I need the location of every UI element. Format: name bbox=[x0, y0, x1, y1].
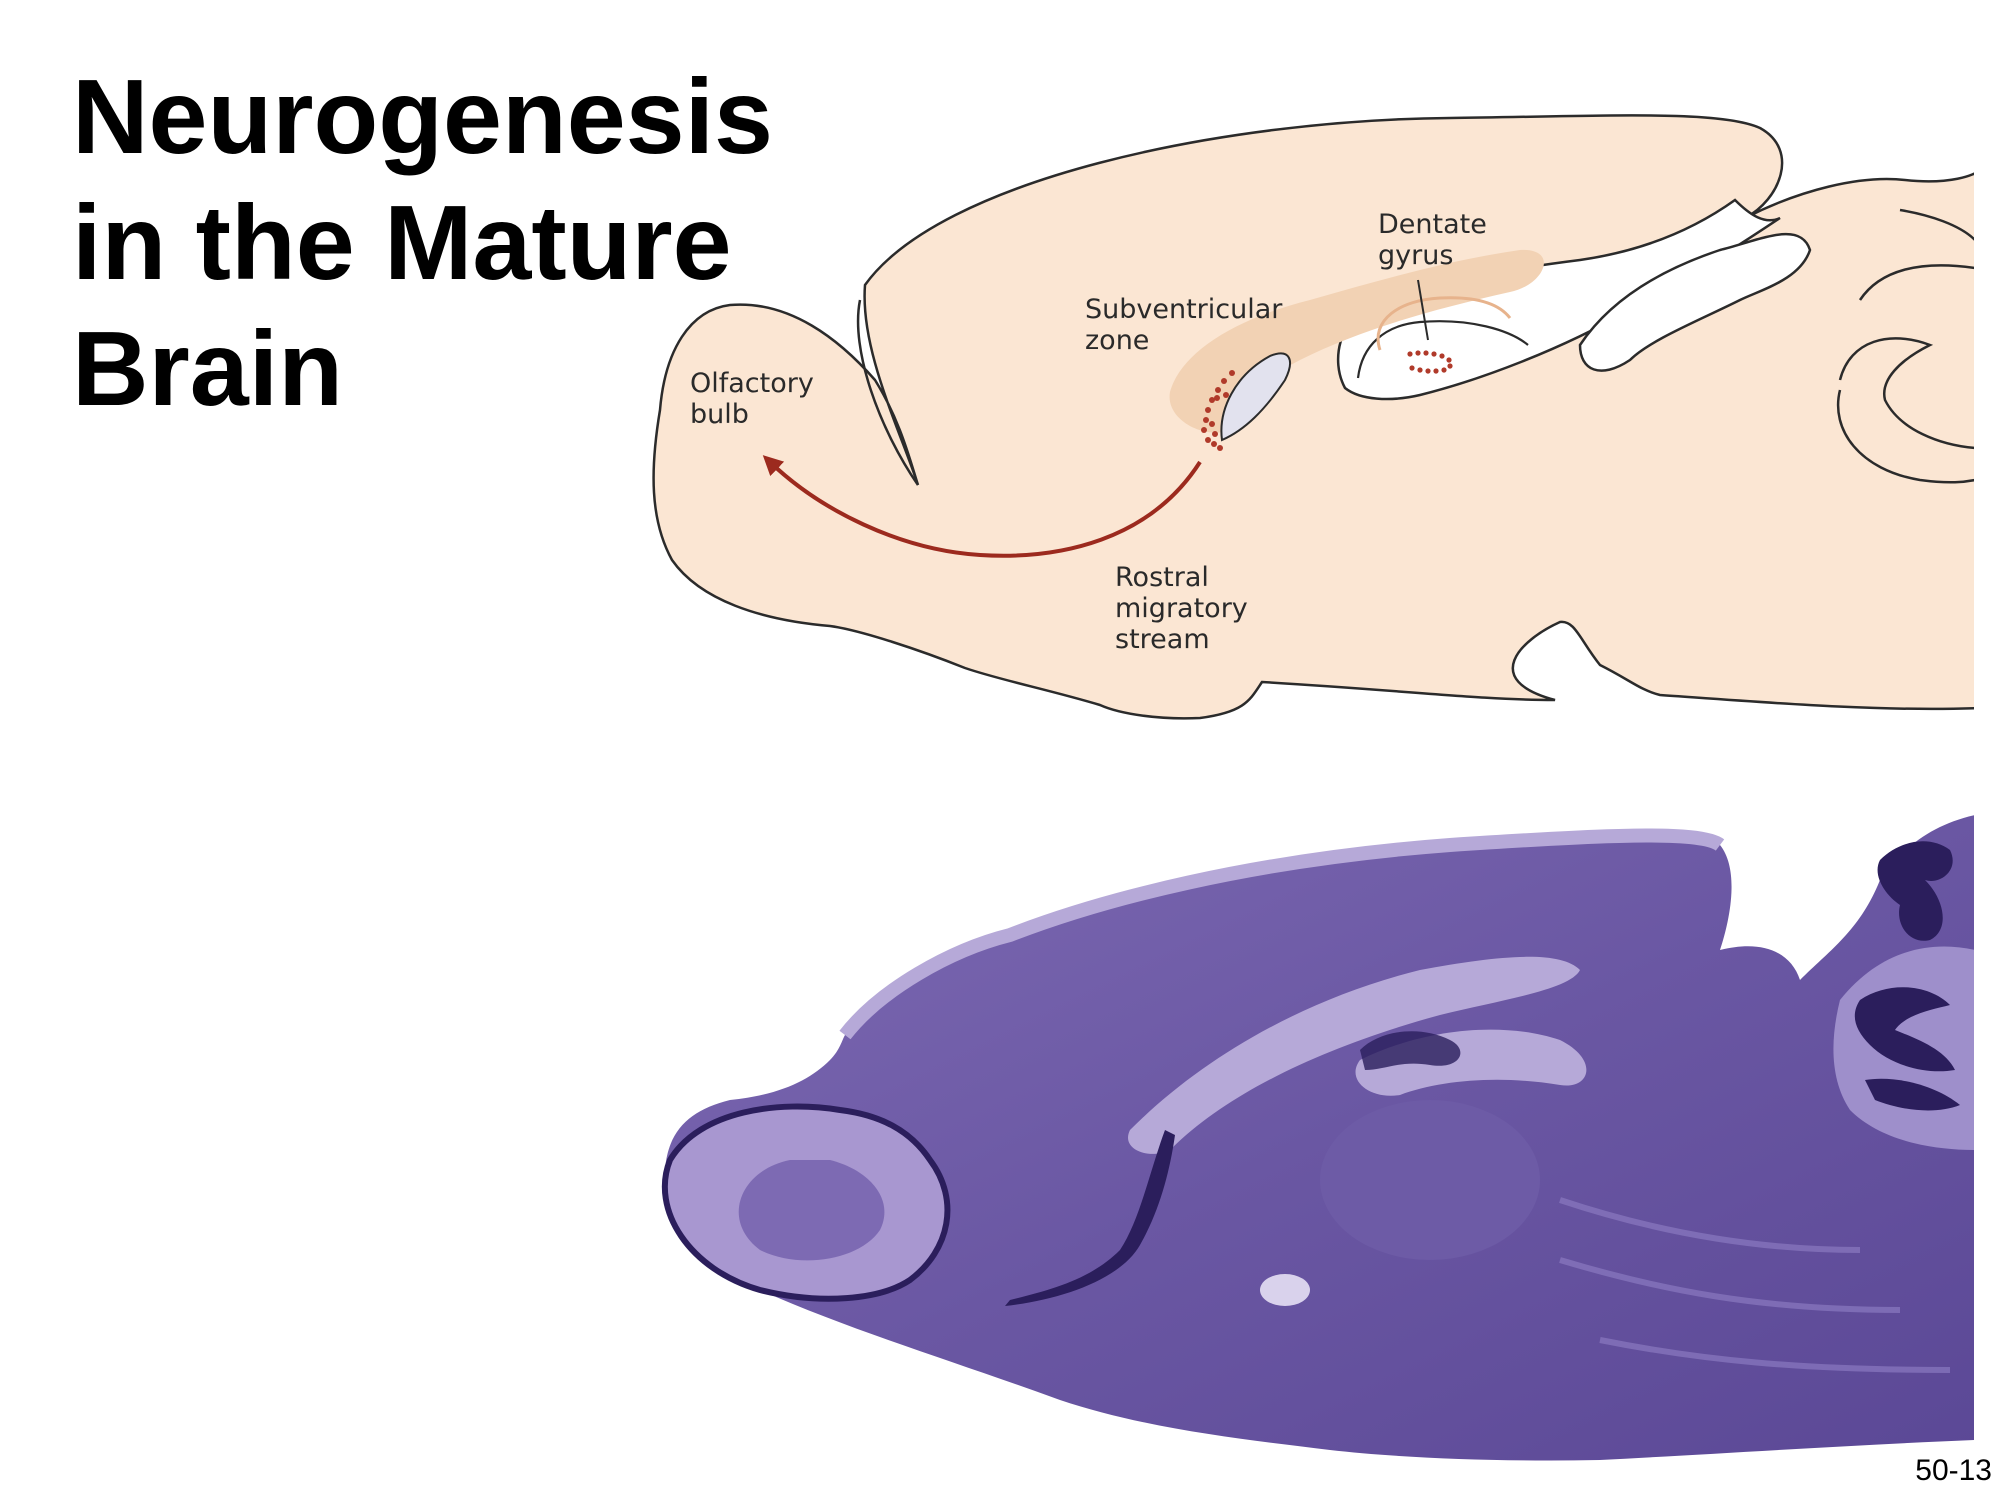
rostral-migratory-arrow bbox=[762, 455, 1202, 558]
rostral-migratory-stream-label: Rostral migratory stream bbox=[1115, 562, 1256, 655]
dentate-gyrus-leader bbox=[1417, 279, 1429, 341]
subventricular-band bbox=[1169, 249, 1544, 433]
slide-title: Neurogenesis in the Mature Brain bbox=[72, 54, 774, 432]
dentate-gyrus-label: Dentate gyrus bbox=[1378, 209, 1495, 271]
hippocampus-fold bbox=[1356, 320, 1529, 379]
section-hippocampus bbox=[1360, 1031, 1461, 1070]
lateral-ventricle bbox=[1220, 352, 1291, 442]
dg-neuron-dots bbox=[1407, 350, 1453, 374]
section-thalamus bbox=[1320, 1100, 1540, 1260]
section-olfactory-core bbox=[738, 1160, 885, 1261]
brain-outline bbox=[652, 114, 1974, 720]
cerebellum-fold-4 bbox=[1836, 389, 1974, 484]
section-ventricle bbox=[1005, 1130, 1175, 1306]
title-line-2: in the Mature bbox=[72, 184, 732, 302]
section-cerebellum bbox=[1833, 841, 1974, 1150]
page-number: 50-13 bbox=[1915, 1454, 1992, 1487]
brain-schematic: Olfactory bulb Subventricular zone Denta… bbox=[652, 114, 1974, 720]
section-pale-spot bbox=[1260, 1274, 1310, 1306]
section-tissue bbox=[664, 815, 1974, 1461]
dentate-gyrus-arc bbox=[1376, 296, 1512, 351]
cerebellum-fold-1 bbox=[1899, 208, 1974, 241]
olfactory-bulb-label: Olfactory bulb bbox=[690, 368, 822, 430]
midbrain-sulcus bbox=[1578, 232, 1812, 372]
cerebellum-fold-2 bbox=[1858, 264, 1974, 301]
brainstem-texture bbox=[1559, 1197, 1951, 1373]
nissl-section bbox=[661, 815, 1974, 1461]
cerebellum-fold-3 bbox=[1838, 337, 1974, 450]
olfactory-bulb-boundary bbox=[856, 299, 920, 486]
subventricular-zone-label: Subventricular zone bbox=[1085, 294, 1291, 356]
title-line-3: Brain bbox=[72, 310, 343, 428]
cortex-rim bbox=[839, 828, 1725, 1040]
title-line-1: Neurogenesis bbox=[72, 58, 774, 176]
svz-neuron-dots bbox=[1201, 370, 1235, 451]
white-matter-band bbox=[1128, 956, 1580, 1154]
